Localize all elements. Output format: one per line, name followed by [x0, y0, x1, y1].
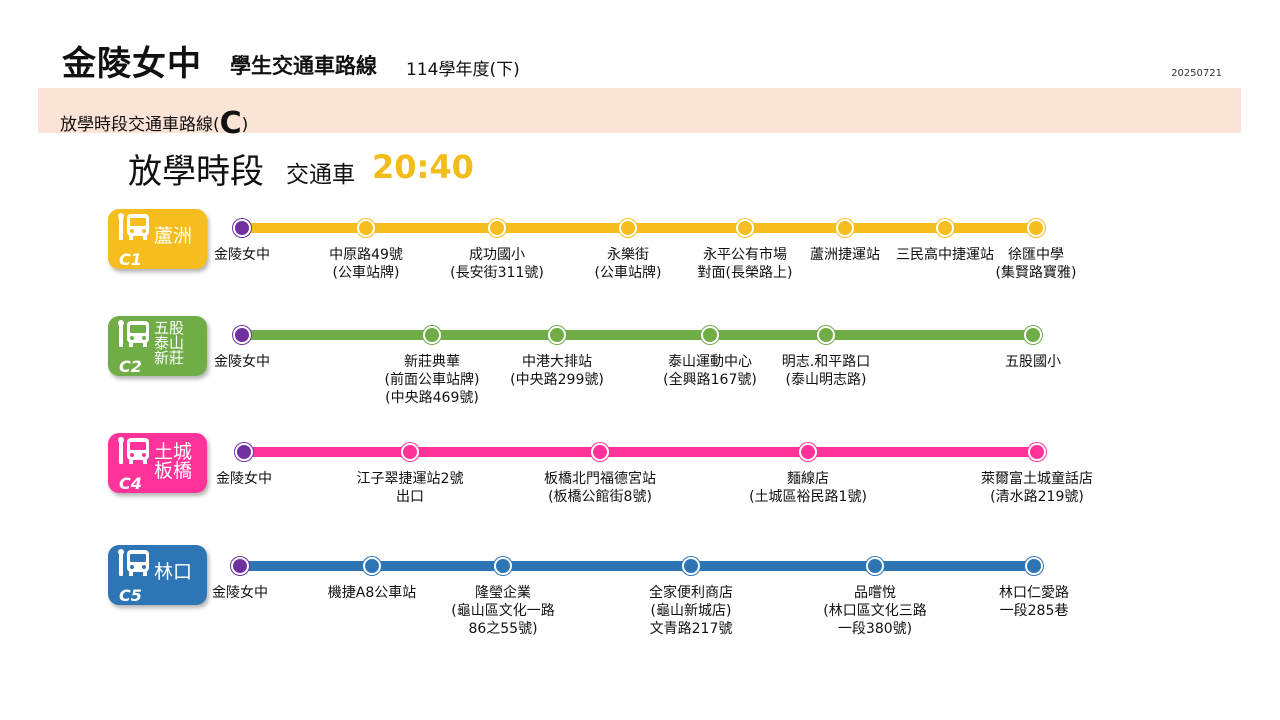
- stop-marker: [231, 557, 249, 575]
- stop-label: 蘆洲捷運站: [810, 247, 880, 263]
- stop-label: 中港大排站 (中央路299號): [510, 354, 604, 388]
- route-code: C2: [119, 357, 142, 376]
- route-badge-c2: C2 五股 泰山 新莊: [108, 316, 207, 376]
- stop-marker: [1025, 557, 1043, 575]
- stop-marker: [836, 219, 854, 237]
- stop-label: 五股國小: [1005, 354, 1061, 370]
- stop-marker: [357, 219, 375, 237]
- stop-marker: [363, 557, 381, 575]
- stop-marker: [866, 557, 884, 575]
- route-code: C4: [119, 474, 142, 493]
- stop-marker: [235, 443, 253, 461]
- section-title-letter: C: [219, 106, 242, 141]
- stop-marker: [488, 219, 506, 237]
- stop-marker: [591, 443, 609, 461]
- stop-marker: [936, 219, 954, 237]
- stop-label: 中原路49號 (公車站牌): [329, 247, 403, 281]
- bus-stop-icon: [118, 436, 152, 470]
- route-area: 土城 板橋: [154, 441, 193, 482]
- stop-label: 隆瑩企業 (龜山區文化一路 86之55號): [451, 585, 555, 637]
- stop-label: 明志.和平路口 (泰山明志路): [781, 354, 871, 388]
- school-name: 金陵女中: [62, 44, 202, 84]
- route-line-c5: [242, 561, 1040, 571]
- stop-label: 新莊典華 (前面公車站牌) (中央路469號): [384, 354, 480, 406]
- stop-label: 江子翠捷運站2號 出口: [356, 471, 464, 505]
- stop-label: 林口仁愛路 一段285巷: [999, 585, 1069, 619]
- stop-marker: [494, 557, 512, 575]
- stop-label: 全家便利商店 (龜山新城店) 文青路217號: [649, 585, 733, 637]
- stop-label: 徐匯中學 (集賢路寶雅): [995, 247, 1077, 281]
- stop-label: 永樂街 (公車站牌): [594, 247, 662, 281]
- bus-stop-icon: [118, 548, 152, 582]
- stop-label: 金陵女中: [214, 247, 270, 263]
- route-code: C5: [119, 586, 142, 605]
- stop-marker: [548, 326, 566, 344]
- stop-marker: [682, 557, 700, 575]
- schedule-heading: 放學時段: [128, 152, 264, 192]
- route-area: 五股 泰山 新莊: [154, 319, 185, 367]
- stop-label: 金陵女中: [214, 354, 270, 370]
- stop-marker: [701, 326, 719, 344]
- schedule-heading-sub: 交通車: [286, 162, 355, 188]
- stop-marker: [233, 326, 251, 344]
- stop-marker: [736, 219, 754, 237]
- section-band: [38, 88, 1241, 133]
- stop-label: 品嚐悅 (林口區文化三路 一段380號): [823, 585, 927, 637]
- route-line-c1: [242, 223, 1042, 233]
- stop-label: 永平公有市場 對面(長榮路上): [697, 247, 793, 281]
- route-area: 蘆洲: [154, 225, 193, 247]
- stop-label: 金陵女中: [212, 585, 268, 601]
- stop-marker: [1024, 326, 1042, 344]
- section-title-close: ): [241, 115, 249, 135]
- school-year: 114學年度(下): [406, 60, 520, 80]
- stop-label: 金陵女中: [216, 471, 272, 487]
- section-title: 放學時段交通車路線(C): [60, 106, 248, 141]
- stop-marker: [401, 443, 419, 461]
- route-code: C1: [119, 250, 142, 269]
- stop-marker: [619, 219, 637, 237]
- stop-label: 麵線店 (土城區裕民路1號): [749, 471, 867, 505]
- route-line-c2: [242, 330, 1040, 340]
- bus-stop-icon: [118, 319, 152, 353]
- stop-marker: [799, 443, 817, 461]
- departure-time: 20:40: [372, 148, 474, 186]
- stop-label: 成功國小 (長安街311號): [450, 247, 544, 281]
- document-date: 20250721: [1171, 68, 1222, 79]
- route-badge-c5: C5 林口: [108, 545, 207, 605]
- route-line-c4: [242, 447, 1043, 457]
- page-subtitle: 學生交通車路線: [230, 54, 377, 78]
- stop-label: 機捷A8公車站: [327, 585, 417, 601]
- stop-marker: [817, 326, 835, 344]
- stop-label: 泰山運動中心 (全興路167號): [663, 354, 757, 388]
- route-badge-c4: C4 土城 板橋: [108, 433, 207, 493]
- stop-marker: [1027, 219, 1045, 237]
- route-area: 林口: [154, 561, 193, 583]
- section-title-text: 放學時段交通車路線(: [60, 115, 220, 135]
- stop-marker: [233, 219, 251, 237]
- stop-marker: [1028, 443, 1046, 461]
- stop-label: 三民高中捷運站: [896, 247, 994, 263]
- stop-label: 萊爾富土城童話店 (清水路219號): [981, 471, 1093, 505]
- bus-stop-icon: [118, 212, 152, 246]
- stop-label: 板橋北門福德宮站 (板橋公館街8號): [544, 471, 656, 505]
- stop-marker: [423, 326, 441, 344]
- route-badge-c1: C1 蘆洲: [108, 209, 207, 269]
